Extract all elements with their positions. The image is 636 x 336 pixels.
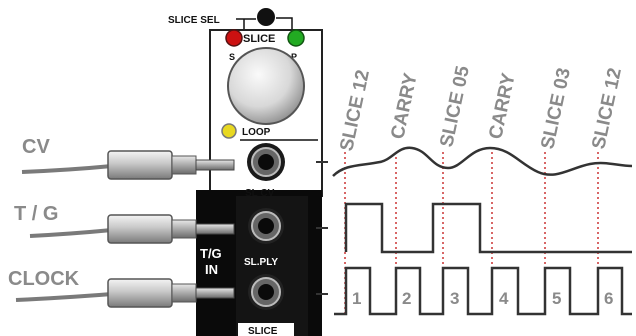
tg-in-label-2: IN bbox=[205, 262, 218, 277]
clock-waveform bbox=[334, 266, 632, 316]
cable-tg[interactable] bbox=[29, 214, 235, 244]
signal-label-carry: CARRY bbox=[387, 71, 422, 141]
signal-label-carry: CARRY bbox=[485, 71, 520, 141]
pulse-number: 1 bbox=[352, 289, 361, 308]
slice-sel-line-right bbox=[276, 17, 293, 30]
cable-cv[interactable] bbox=[21, 150, 235, 180]
slice-label: SLICE bbox=[243, 33, 275, 45]
led-letter-s: S bbox=[229, 52, 235, 62]
pulse-number: 6 bbox=[604, 289, 613, 308]
jack-sl-ply[interactable] bbox=[248, 208, 284, 244]
signal-label-slice-05: SLICE 05 bbox=[436, 64, 474, 149]
slice-sel-label: SLICE SEL bbox=[168, 15, 220, 26]
cv-waveform bbox=[332, 146, 633, 177]
slice-label-plate bbox=[238, 323, 294, 336]
tg-waveform bbox=[344, 202, 632, 254]
jack-slice[interactable] bbox=[248, 274, 284, 310]
cable-label-clock: CLOCK bbox=[8, 268, 80, 290]
jack-label-slice: SLICE bbox=[248, 326, 278, 336]
pulse-number: 4 bbox=[499, 289, 509, 308]
cable-clock[interactable] bbox=[15, 278, 235, 308]
led-yellow bbox=[221, 123, 237, 139]
led-letter-p: P bbox=[291, 52, 297, 62]
jack-sl-cv[interactable] bbox=[247, 143, 285, 181]
signal-label-slice-03: SLICE 03 bbox=[537, 66, 575, 151]
tg-in-label-1: T/G bbox=[200, 246, 222, 261]
slice-knob[interactable] bbox=[227, 47, 305, 125]
pulse-number: 3 bbox=[450, 289, 459, 308]
led-red bbox=[225, 29, 243, 47]
cable-label-cv: CV bbox=[22, 136, 50, 158]
jack-label-sl-cv: SL CV bbox=[245, 188, 275, 199]
cable-label-tg: T / G bbox=[14, 203, 58, 225]
slice-sel-button[interactable] bbox=[257, 8, 275, 26]
pulse-number: 2 bbox=[402, 289, 411, 308]
jack-label-sl-ply: SL.PLY bbox=[244, 257, 278, 268]
pulse-number: 5 bbox=[552, 289, 561, 308]
signal-label-slice-12: SLICE 12 bbox=[588, 66, 626, 151]
led-green bbox=[287, 29, 305, 47]
signal-label-slice-12: SLICE 12 bbox=[336, 68, 374, 153]
loop-label: LOOP bbox=[242, 127, 271, 138]
